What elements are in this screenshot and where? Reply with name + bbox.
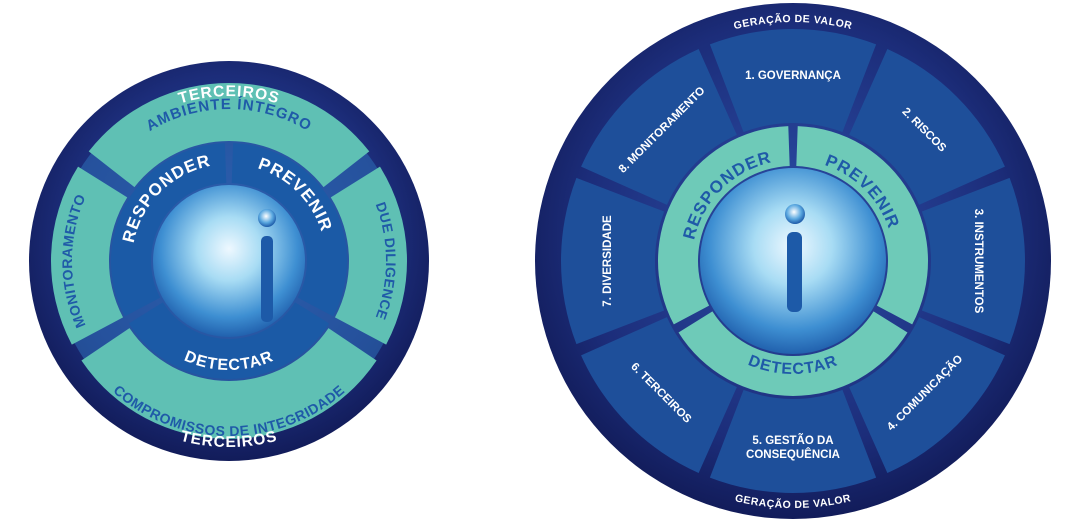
pillar-label-3: 3. INSTRUMENTOS: [972, 209, 984, 314]
pillar-segment-7: [560, 177, 665, 345]
pillars-ring: [560, 29, 1025, 493]
pillar-segment-6: [581, 317, 737, 473]
pillar-segment-8: [581, 49, 737, 205]
segment-responder: [658, 126, 790, 325]
outer-label-bottom: TERCEIROS: [179, 428, 278, 451]
segment-compromissos: [81, 328, 377, 440]
pillar-segment-2: [849, 49, 1005, 205]
pillar-label-1: 1. GOVERNANÇA: [745, 70, 841, 82]
svg-text:TERCEIROS: TERCEIROS: [179, 428, 279, 451]
pillar-label-7: 7. DIVERSIDADE: [602, 215, 614, 307]
info-icon: [785, 204, 805, 312]
left-integrity-wheel: TERCEIROS TERCEIROS AMBIENTE ÍNTEGRO COM…: [29, 61, 429, 461]
segment-monitoramento: [50, 166, 128, 345]
segment-detectar: [678, 311, 908, 397]
info-icon: [258, 209, 276, 322]
center-sphere: [153, 185, 305, 337]
segment-ambiente-integro: [88, 83, 370, 188]
segment-prevenir: [231, 143, 347, 317]
segment-prevenir: [796, 126, 929, 325]
right-integrity-wheel: GERAÇÃO DE VALOR GERAÇÃO DE VALOR 1. GOV…: [535, 3, 1051, 519]
pillar-segment-4: [849, 317, 1005, 473]
segment-responder: [111, 143, 227, 317]
middle-ring: [50, 83, 407, 440]
pillar-segment-1: [709, 29, 877, 133]
pillar-segment-5: [709, 389, 877, 493]
segment-due-diligence: [330, 166, 407, 345]
inner-ring: [111, 143, 347, 380]
inner-ring: [658, 126, 929, 397]
pillar-segment-3: [921, 177, 1025, 345]
segment-detectar: [128, 302, 330, 380]
